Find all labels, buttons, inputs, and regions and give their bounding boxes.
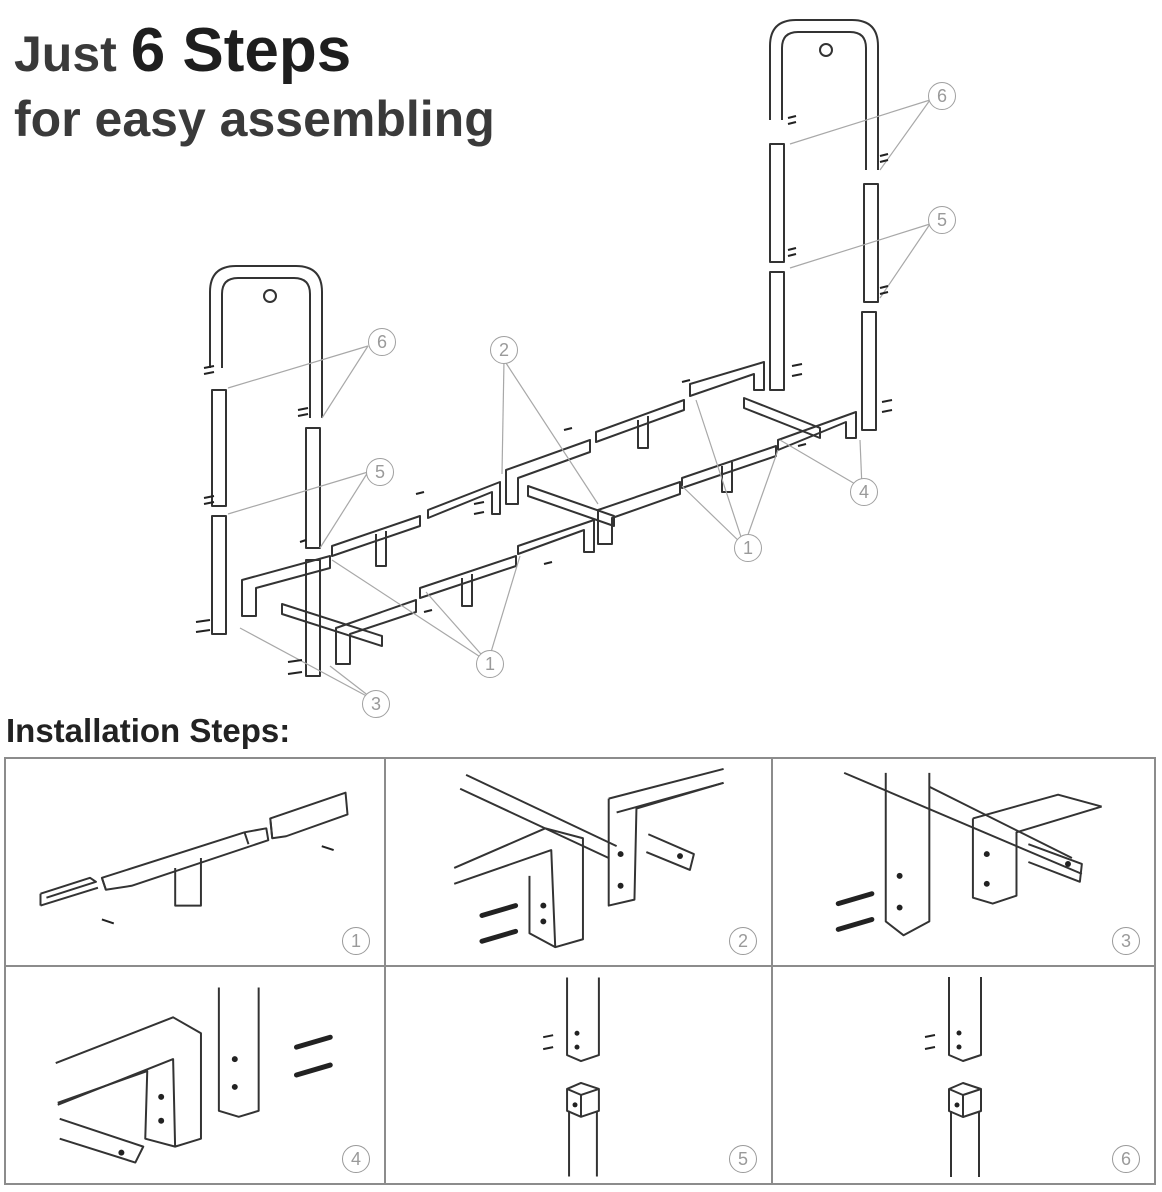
exploded-diagram <box>195 19 931 701</box>
callout-1-left: 1 <box>476 650 504 678</box>
callout-5-left: 5 <box>366 458 394 486</box>
step-3-panel: 3 <box>773 759 1154 967</box>
callout-5-right: 5 <box>928 206 956 234</box>
step-1-badge: 1 <box>342 927 370 955</box>
callout-4: 4 <box>850 478 878 506</box>
installation-steps-grid: 1 2 <box>4 757 1156 1185</box>
left-post-front <box>305 559 321 677</box>
callout-6-left: 6 <box>368 328 396 356</box>
left-upright-mid-2 <box>305 427 321 549</box>
top-connector-icon <box>924 977 982 1177</box>
callout-3: 3 <box>362 690 390 718</box>
step-5-badge: 5 <box>729 1145 757 1173</box>
headline-line1: Just 6 Steps <box>14 20 495 82</box>
step-2-panel: 2 <box>386 759 773 967</box>
upright-bolt-icon <box>55 987 333 1164</box>
tube-joint-icon <box>39 791 349 925</box>
step-1-panel: 1 <box>6 759 386 967</box>
corner-bracket-icon <box>453 767 724 949</box>
left-arch-piece <box>209 265 323 418</box>
headline-steps: 6 Steps <box>130 16 352 85</box>
headline-just: Just <box>14 26 117 82</box>
step-5-panel: 5 <box>386 967 773 1183</box>
step-4-panel: 4 <box>6 967 386 1183</box>
callout-2: 2 <box>490 336 518 364</box>
headline: Just 6 Steps for easy assembling <box>14 8 495 147</box>
callout-1-right: 1 <box>734 534 762 562</box>
callout-6-right: 6 <box>928 82 956 110</box>
left-upright-mid <box>211 389 227 507</box>
step-3-badge: 3 <box>1112 927 1140 955</box>
step-2-badge: 2 <box>729 927 757 955</box>
leg-bolt-icon <box>835 771 1102 937</box>
leg-connector-icon <box>542 977 600 1177</box>
step-6-badge: 6 <box>1112 1145 1140 1173</box>
step-4-badge: 4 <box>342 1145 370 1173</box>
left-upright-low <box>211 515 227 635</box>
step-6-panel: 6 <box>773 967 1154 1183</box>
installation-steps-title: Installation Steps: <box>6 712 291 749</box>
headline-line2: for easy assembling <box>14 91 495 147</box>
